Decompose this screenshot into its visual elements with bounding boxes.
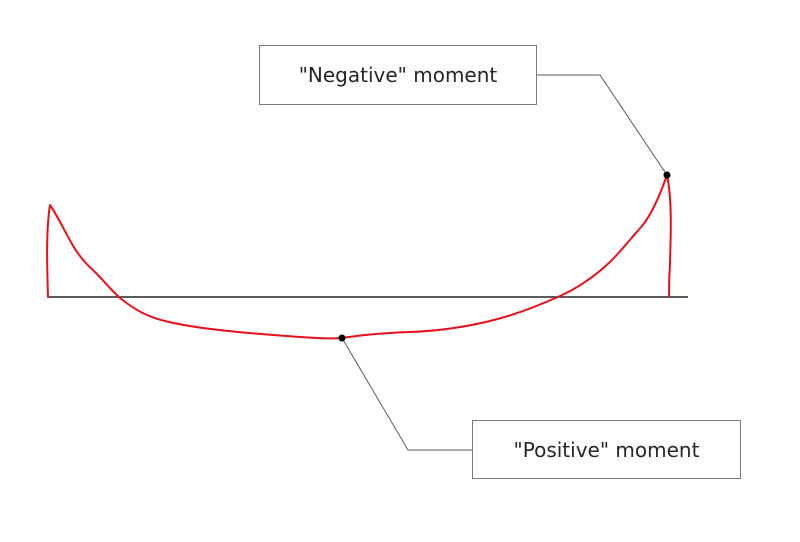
moment-curve — [46, 174, 672, 340]
positive-moment-point — [338, 334, 346, 342]
negative-moment-point — [663, 171, 671, 179]
positive-moment-label: "Positive" moment — [472, 420, 741, 479]
positive-moment-leader — [341, 337, 472, 451]
negative-moment-label: "Negative" moment — [259, 45, 537, 105]
negative-moment-leader — [537, 74, 668, 176]
